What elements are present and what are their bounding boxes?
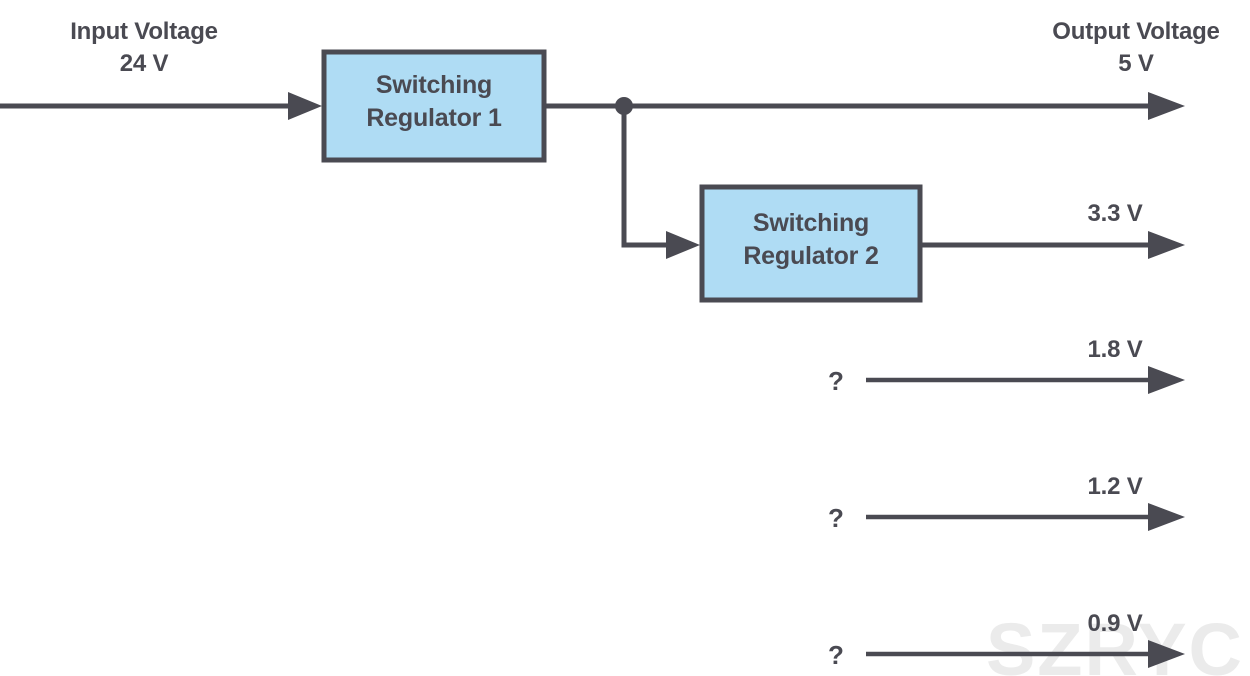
rail-label-0v9: 0.9 V [1087,610,1143,637]
block-switching-regulator-1[interactable] [321,49,547,163]
input-voltage-value: 24 V [119,50,169,77]
unknown-source-marker-0v9: ? [828,640,844,670]
output-voltage-title: Output Voltage [1052,18,1220,45]
wire-0v9-rail [866,640,1185,668]
unknown-source-marker-1v2: ? [828,503,844,533]
wire-1v8-rail [866,366,1185,394]
wire-branch-to-regulator-2 [621,106,700,259]
wire-1v2-rail [866,503,1185,531]
output-voltage-value: 5 V [1118,50,1154,77]
rail-label-1v2: 1.2 V [1087,473,1143,500]
rail-label-1v8: 1.8 V [1087,336,1143,363]
wire-input-to-regulator-1 [0,92,322,120]
wire-regulator-1-to-5v-rail [544,92,1185,120]
block-switching-regulator-2[interactable] [699,184,923,303]
wire-regulator-2-to-3v3-rail [920,231,1185,259]
input-voltage-title: Input Voltage [70,18,218,45]
unknown-source-marker-1v8: ? [828,366,844,396]
rail-label-3v3: 3.3 V [1087,200,1143,227]
